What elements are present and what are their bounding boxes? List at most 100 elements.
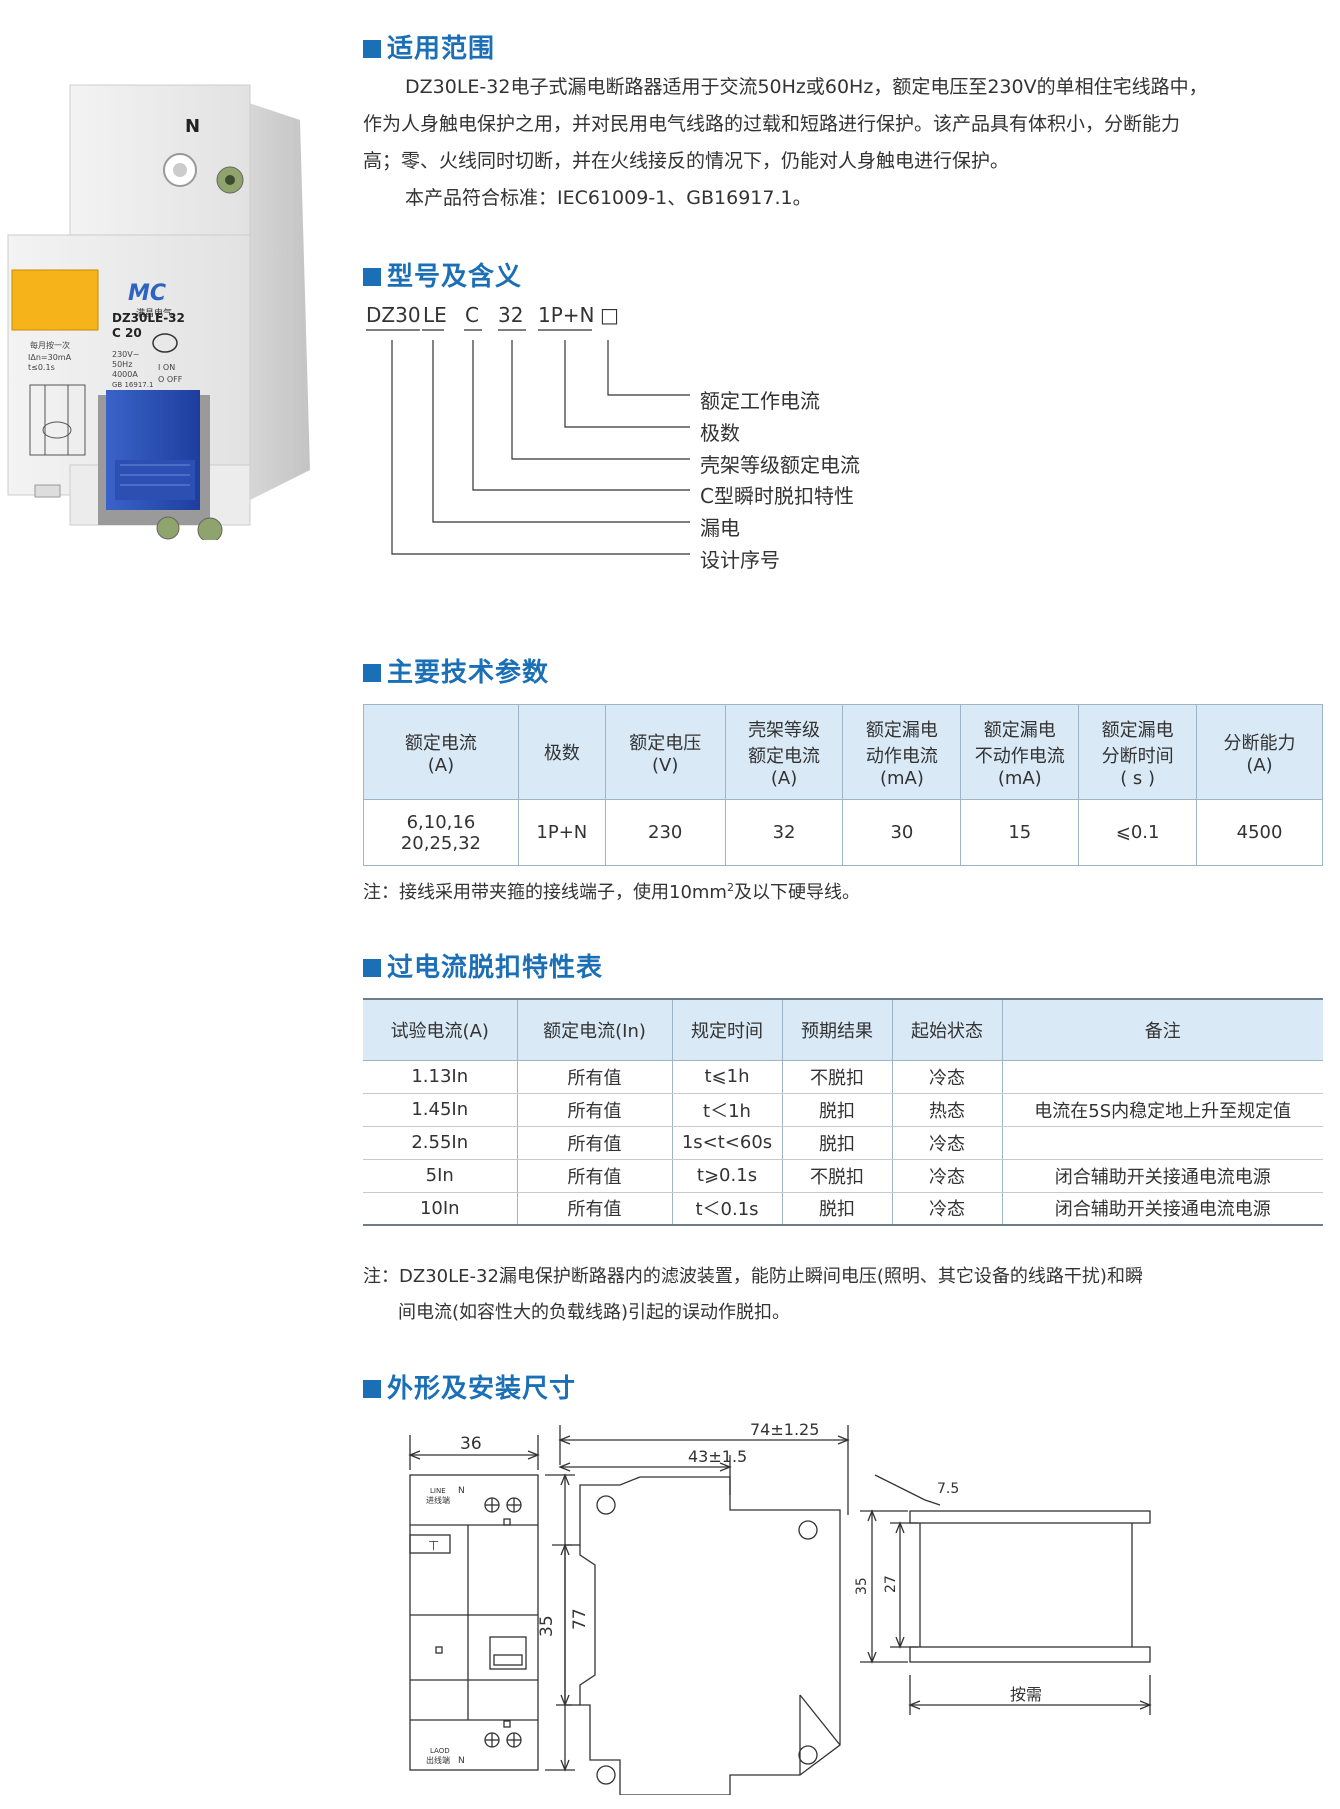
header-leak-operate: 额定漏电动作电流(mA) — [842, 704, 962, 800]
cell: 不脱扣 — [781, 1159, 892, 1193]
params-title: 主要技术参数 — [363, 652, 549, 689]
dim-rail-outer: 35 — [854, 1577, 870, 1595]
cell: 热态 — [891, 1093, 1002, 1127]
scope-line-3: 高；零、火线同时切断，并在火线接反的情况下，仍能对人身触电进行保护。 — [363, 150, 1010, 172]
code-1pn: 1P+N — [538, 303, 595, 327]
terminal-n-label: N — [185, 116, 200, 137]
dims-title: 外形及安装尺寸 — [363, 1368, 576, 1405]
model-title: 型号及含义 — [363, 256, 522, 293]
cell: 所有值 — [516, 1159, 672, 1193]
code-dz30: DZ30 — [366, 303, 421, 327]
header-poles: 极数 — [517, 704, 606, 800]
header-rated-current: 额定电流(A) — [363, 704, 519, 800]
cell-breaking-capacity: 4500 — [1196, 799, 1323, 866]
brand-subtitle: 满昌电气 — [136, 307, 172, 319]
cell: 脱扣 — [781, 1093, 892, 1127]
off-label: O OFF — [158, 375, 183, 384]
cell: t＜0.1s — [671, 1192, 782, 1226]
cell: 脱扣 — [781, 1126, 892, 1160]
volt-line-4: GB 16917.1 — [112, 381, 153, 389]
params-note: 注：接线采用带夹箍的接线端子，使用10mm2及以下硬导线。 — [363, 881, 860, 903]
header-time: 规定时间 — [671, 999, 782, 1061]
line-n-label: N — [458, 1486, 465, 1496]
cell: 1.13In — [363, 1060, 517, 1094]
params-header-row: 额定电流(A) 极数 额定电压(V) 壳架等级额定电流(A) 额定漏电动作电流(… — [363, 704, 1323, 800]
dim-rail-inner: 27 — [883, 1575, 899, 1593]
header-test-current: 试验电流(A) — [363, 999, 517, 1061]
cell: 闭合辅助开关接通电流电源 — [1001, 1159, 1323, 1193]
dim-front-height: 77 — [570, 1608, 590, 1630]
header-remark: 备注 — [1001, 999, 1323, 1061]
scope-line-1: DZ30LE-32电子式漏电断路器适用于交流50Hz或60Hz，额定电压至230… — [405, 76, 1208, 98]
dim-side-partial: 43±1.5 — [688, 1447, 747, 1466]
cell-leak-non-operate: 15 — [960, 799, 1080, 866]
cell — [1001, 1060, 1323, 1094]
dim-side-total: 74±1.25 — [750, 1420, 819, 1439]
section-marker-icon — [363, 40, 381, 58]
load-cn-label: 出线端 — [426, 1755, 450, 1765]
scope-line-2: 作为人身触电保护之用，并对民用电气线路的过载和短路进行保护。该产品具有体积小，分… — [363, 113, 1181, 135]
scope-line-4: 本产品符合标准：IEC61009-1、GB16917.1。 — [405, 187, 812, 209]
trip-note-line-2: 间电流(如容性大的负载线路)引起的误动作脱扣。 — [398, 1302, 791, 1323]
section-marker-icon — [363, 959, 381, 977]
cell: t⩾0.1s — [671, 1159, 782, 1193]
model-leader-lines — [366, 329, 690, 555]
header-rated-voltage: 额定电压(V) — [604, 704, 726, 800]
header-rated-in: 额定电流(In) — [516, 999, 672, 1061]
line-cn-label: 进线端 — [426, 1495, 450, 1505]
cell-break-time: ⩽0.1 — [1078, 799, 1198, 866]
code-c: C — [465, 303, 479, 327]
section-marker-icon — [363, 1380, 381, 1398]
test-note: 每月按一次 — [30, 340, 70, 350]
on-label: I ON — [158, 363, 175, 372]
trip-header-row: 试验电流(A) 额定电流(In) 规定时间 预期结果 起始状态 备注 — [363, 999, 1323, 1061]
code-le: LE — [423, 303, 447, 327]
dim-front-rail: 35 — [537, 1615, 557, 1637]
cell: t⩽1h — [671, 1060, 782, 1094]
spec-line-1: IΔn=30mA — [28, 353, 72, 362]
volt-line-1: 230V~ — [112, 350, 139, 359]
header-frame-current: 壳架等级额定电流(A) — [724, 704, 844, 800]
cell: 不脱扣 — [781, 1060, 892, 1094]
cell: 冷态 — [891, 1159, 1002, 1193]
scope-title: 适用范围 — [363, 28, 495, 65]
brand-logo: MC — [128, 281, 166, 306]
cell-frame-current: 32 — [724, 799, 844, 866]
cell: 2.55In — [363, 1126, 517, 1160]
dim-rail-thk: 7.5 — [937, 1481, 959, 1497]
cell: 所有值 — [516, 1093, 672, 1127]
meaning-trip-type: C型瞬时脱扣特性 — [700, 484, 854, 508]
test-symbol: ⊤ — [428, 1539, 439, 1554]
cell-voltage: 230 — [604, 799, 726, 866]
spec-line-2: t≤0.1s — [28, 363, 55, 372]
meaning-leakage: 漏电 — [700, 516, 740, 540]
trip-table: 试验电流(A) 额定电流(In) 规定时间 预期结果 起始状态 备注 1.13I… — [363, 998, 1323, 1226]
cell: t＜1h — [671, 1093, 782, 1127]
cell: 1s<t<60s — [671, 1126, 782, 1160]
model-marking: DZ30LE-32 — [112, 311, 185, 325]
header-state: 起始状态 — [891, 999, 1002, 1061]
dimension-drawings: 36 77 35 LINE N 进线端 LAOD 出线端 N ⊤ 74±1.25… — [408, 1420, 1152, 1795]
cell: 闭合辅助开关接通电流电源 — [1001, 1192, 1323, 1226]
product-image: N MC 满昌电气 DZ30LE-32 C 20 每月按一次 IΔn=30mA … — [7, 84, 310, 540]
meaning-poles: 极数 — [700, 421, 740, 445]
section-marker-icon — [363, 268, 381, 286]
dim-front-width: 36 — [460, 1434, 482, 1454]
code-32: 32 — [498, 303, 524, 327]
rating-marking: C 20 — [112, 326, 142, 340]
cell: 所有值 — [516, 1192, 672, 1226]
volt-line-2: 50Hz — [112, 360, 132, 369]
cell — [1001, 1126, 1323, 1160]
meaning-frame-current: 壳架等级额定电流 — [700, 453, 860, 477]
cell: 所有值 — [516, 1060, 672, 1094]
cell-leak-operate: 30 — [842, 799, 962, 866]
volt-line-3: 4000A — [112, 370, 138, 379]
params-table: 额定电流(A) 极数 额定电压(V) 壳架等级额定电流(A) 额定漏电动作电流(… — [363, 704, 1323, 866]
cell: 冷态 — [891, 1126, 1002, 1160]
cell: 5In — [363, 1159, 517, 1193]
